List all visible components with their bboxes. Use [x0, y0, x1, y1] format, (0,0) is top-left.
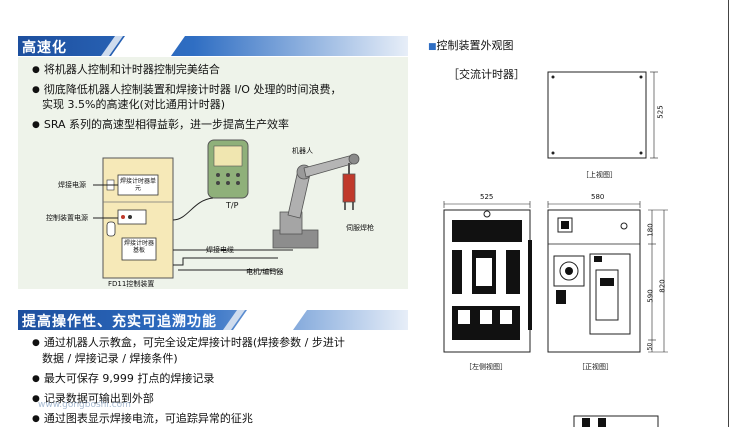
dim-580: 580 [591, 193, 605, 201]
right-heading: ■控制装置外观图 [428, 37, 514, 53]
partial-drawing-bottom [573, 415, 659, 427]
top-view-label: ［上视图］ [582, 171, 617, 179]
label-controller: FD11控制装置 [108, 280, 155, 288]
section1-title: 高速化 [22, 40, 67, 56]
dim-820: 820 [658, 279, 667, 293]
timer-label: ［交流计时器］ [448, 68, 525, 81]
label-robot: 机器人 [292, 147, 313, 155]
label-tp: T/P [226, 201, 239, 210]
section2-bullet-3: 记录数据可输出到外部 [32, 391, 154, 408]
label-timer-box: 焊接计时器单元 [120, 178, 157, 192]
section2-header: 提高操作性、充实可追溯功能 [18, 310, 408, 330]
top-view-drawing [547, 71, 658, 159]
page-edge-divider [728, 0, 729, 427]
dim-525-vertical: 525 [656, 105, 665, 119]
dim-50: 50 [646, 342, 654, 351]
left-view-label: ［左侧视图］ [465, 363, 507, 371]
section2-bullet-1-cont: 数据 / 焊接记录 / 焊接条件) [42, 352, 178, 365]
section1-bullet-2: 彻底降低机器人控制装置和焊接计时器 I/O 处理的时间浪费， [32, 82, 342, 99]
right-heading-text: 控制装置外观图 [436, 39, 514, 52]
dim-590: 590 [646, 289, 655, 303]
label-servo-gun: 伺服焊枪 [346, 224, 374, 232]
dim-180: 180 [646, 223, 655, 237]
side-front-views-drawing [443, 201, 668, 353]
label-timer-board: 焊接计时器基板 [123, 240, 154, 254]
section2-title: 提高操作性、充实可追溯功能 [22, 314, 217, 330]
robot-arm [272, 153, 360, 249]
section2-bullet-2: 最大可保存 9,999 打点的焊接记录 [32, 371, 214, 388]
label-weld-cable: 焊接电缆 [206, 246, 234, 254]
section2-bullet-4: 通过图表显示焊接电流，可追踪异常的征兆 [32, 411, 253, 428]
label-weld-power: 焊接电源 [58, 181, 86, 189]
watermark: www.gongboshi.com [38, 400, 131, 410]
section2-bullet-1: 通过机器人示教盒，可完全设定焊接计时器(焊接参数 / 步进计 [32, 335, 345, 352]
weld-system-diagram [93, 139, 360, 279]
section1-header: 高速化 [18, 36, 408, 56]
section1-bullet-3: SRA 系列的高速型相得益彰，进一步提高生产效率 [32, 117, 289, 134]
label-ctrl-power: 控制装置电源 [46, 214, 88, 222]
dim-525-horizontal: 525 [480, 193, 494, 201]
label-motor-encoder: 电机/编码器 [246, 268, 284, 276]
square-bullet-icon: ■ [428, 42, 437, 52]
section1-bullet-1: 将机器人控制和计时器控制完美结合 [32, 62, 220, 79]
front-view-label: ［正视图］ [578, 363, 613, 371]
section1-bullet-2-cont: 实现 3.5%的高速化(对比通用计时器) [42, 98, 226, 111]
